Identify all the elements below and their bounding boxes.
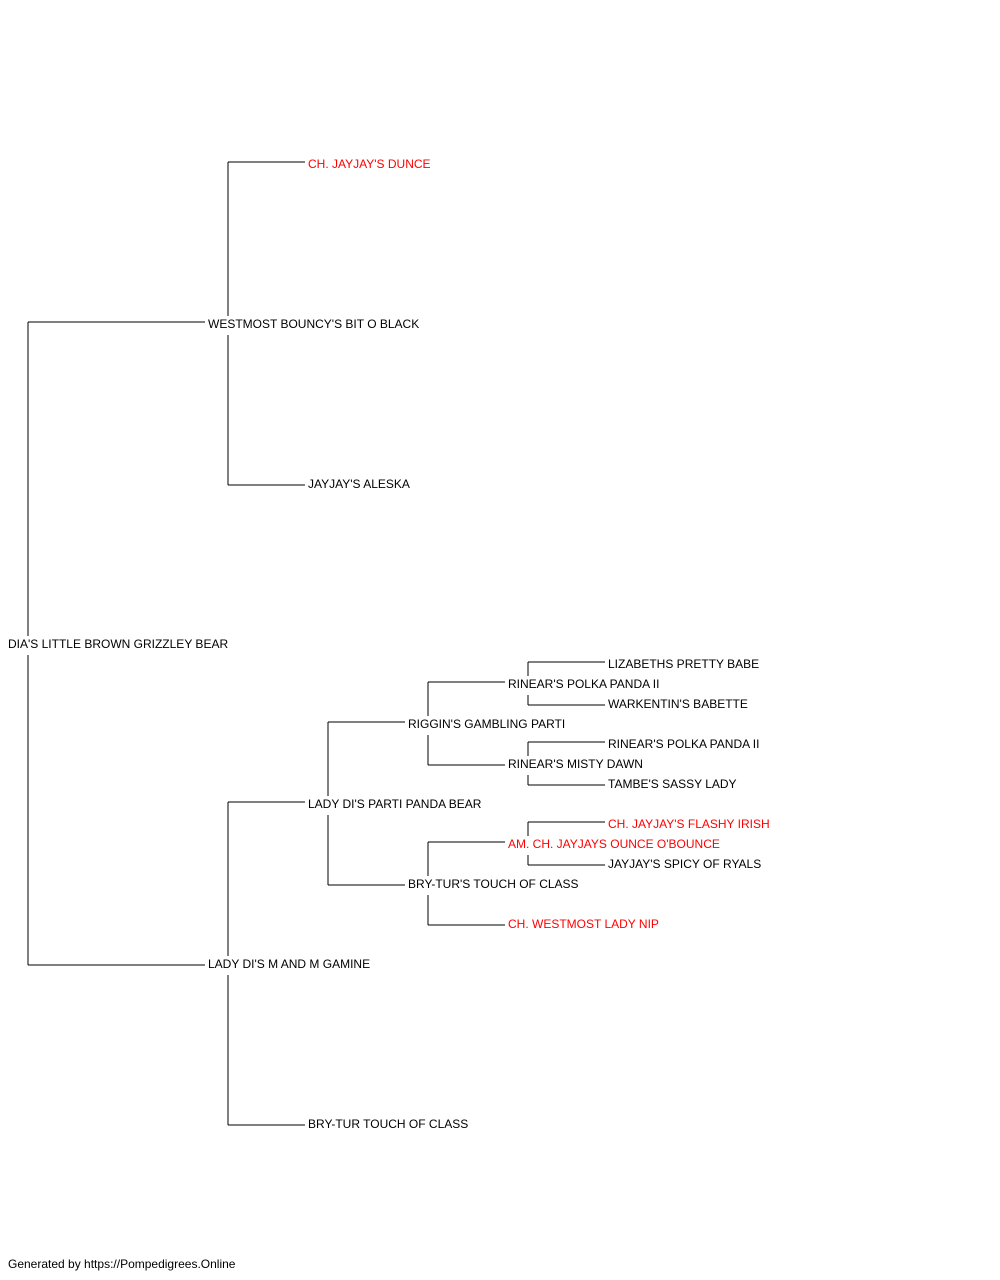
pedigree-node-rinears-polka-panda: RINEAR'S POLKA PANDA II	[508, 677, 660, 691]
pedigree-node-rinears-misty-dawn: RINEAR'S MISTY DAWN	[508, 757, 643, 771]
pedigree-node-jayjays-flashy-irish: CH. JAYJAY'S FLASHY IRISH	[608, 817, 770, 831]
pedigree-node-sire-dam: JAYJAY'S ALESKA	[308, 477, 410, 491]
pedigree-node-westmost-lady-nip: CH. WESTMOST LADY NIP	[508, 917, 659, 931]
pedigree-node-dam: LADY DI'S M AND M GAMINE	[208, 957, 371, 971]
pedigree-node-dam-dam: BRY-TUR TOUCH OF CLASS	[308, 1117, 469, 1131]
pedigree-node-tambes-sassy-lady: TAMBE'S SASSY LADY	[608, 777, 737, 791]
pedigree-node-bry-turs-touch-of-class: BRY-TUR'S TOUCH OF CLASS	[408, 877, 579, 891]
pedigree-node-sire-sire: CH. JAYJAY'S DUNCE	[308, 157, 431, 171]
pedigree-node-subject: DIA'S LITTLE BROWN GRIZZLEY BEAR	[8, 637, 229, 651]
pedigree-node-rinears-polka-panda-2: RINEAR'S POLKA PANDA II	[608, 737, 760, 751]
pedigree-node-warkentins-babette: WARKENTIN'S BABETTE	[608, 697, 748, 711]
generated-by-footer: Generated by https://Pompedigrees.Online	[8, 1257, 236, 1271]
pedigree-node-jayjays-spicy-of-ryals: JAYJAY'S SPICY OF RYALS	[608, 857, 762, 871]
pedigree-node-ounce-o-bounce: AM. CH. JAYJAYS OUNCE O'BOUNCE	[508, 837, 720, 851]
pedigree-node-dam-sire: LADY DI'S PARTI PANDA BEAR	[308, 797, 482, 811]
pedigree-node-sire: WESTMOST BOUNCY'S BIT O BLACK	[208, 317, 420, 331]
pedigree-node-lizabeths-pretty-babe: LIZABETHS PRETTY BABE	[608, 657, 760, 671]
pedigree-node-riggins-gambling-parti: RIGGIN'S GAMBLING PARTI	[408, 717, 566, 731]
